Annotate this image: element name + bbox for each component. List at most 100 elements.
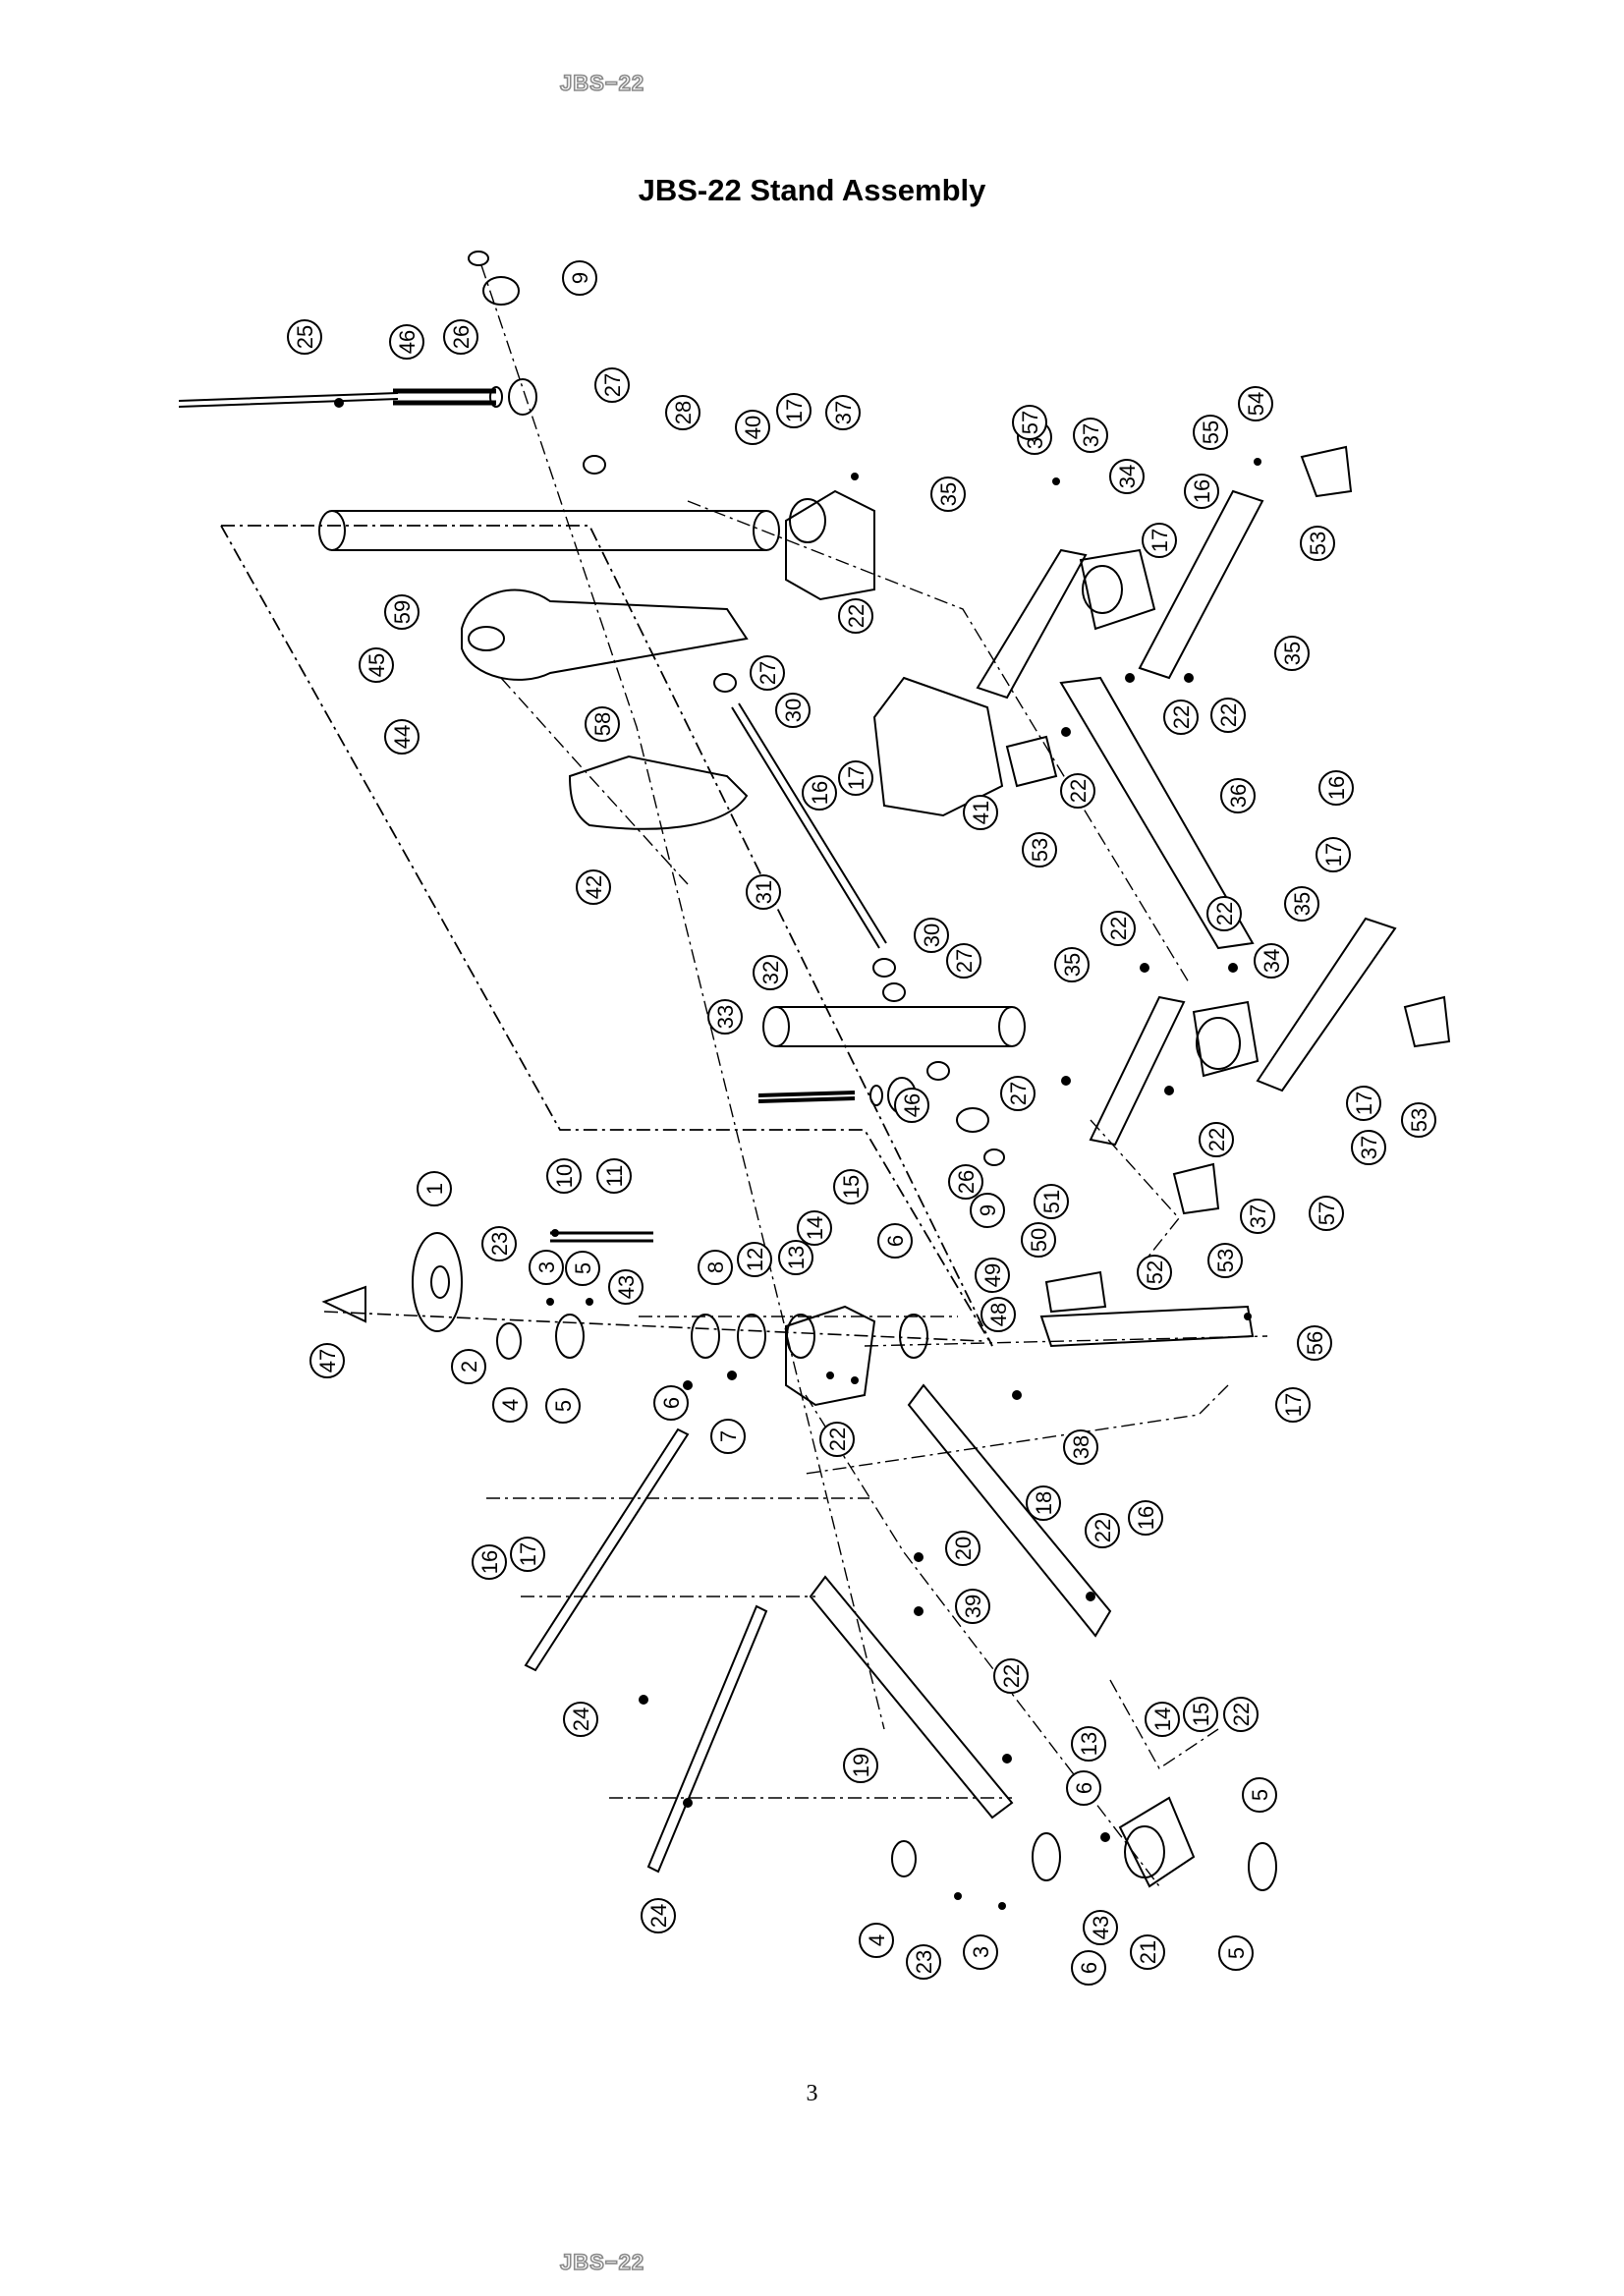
callout-number: 16 <box>808 781 832 805</box>
callout-number: 5 <box>551 1400 576 1412</box>
callout-balloon <box>859 1923 894 1958</box>
callout-53: 53 <box>1022 832 1057 868</box>
assembly-guide-line <box>220 525 993 1347</box>
callout-balloon <box>384 719 420 755</box>
page-title: JBS-22 Stand Assembly <box>638 173 986 207</box>
callout-37: 37 <box>1351 1130 1386 1165</box>
callout-46: 46 <box>389 324 424 360</box>
callout-17: 17 <box>1142 523 1177 558</box>
callout-number: 58 <box>590 712 615 736</box>
callout-balloon <box>1021 1222 1056 1258</box>
callout-balloon <box>417 1171 452 1206</box>
caster-part <box>1005 735 1058 788</box>
callout-balloon <box>359 647 394 683</box>
callout-balloon <box>993 1658 1029 1694</box>
callout-20: 20 <box>945 1531 980 1566</box>
callout-balloon <box>492 1387 528 1423</box>
callout-balloon <box>1183 1697 1218 1732</box>
callout-number: 47 <box>315 1349 340 1372</box>
callout-number: 10 <box>552 1164 577 1188</box>
leg-bracket-part <box>1256 917 1397 1092</box>
callout-30: 30 <box>914 918 949 953</box>
callout-14: 14 <box>1145 1702 1180 1737</box>
callout-number: 22 <box>844 604 868 628</box>
callout-number: 37 <box>831 401 856 424</box>
callout-balloon <box>1100 911 1136 946</box>
callout-balloon <box>1318 770 1354 806</box>
callout-number: 27 <box>952 949 977 973</box>
tube-part <box>776 1006 1012 1047</box>
center-hub-hole <box>1196 1017 1241 1070</box>
callout-34: 34 <box>1254 943 1289 979</box>
leg-bracket-part <box>1089 995 1186 1147</box>
callout-number: 8 <box>703 1261 728 1273</box>
callout-balloon <box>1128 1500 1163 1536</box>
callout-7: 7 <box>710 1419 746 1454</box>
callout-number: 48 <box>986 1303 1011 1326</box>
callout-balloon <box>1223 1697 1259 1732</box>
callout-balloon <box>698 1250 733 1285</box>
callout-43: 43 <box>608 1269 644 1305</box>
callout-balloon <box>1275 1387 1311 1423</box>
leadscrew-part <box>178 392 399 408</box>
callout-balloon <box>906 1944 941 1980</box>
callout-number: 50 <box>1027 1228 1051 1252</box>
callout-57: 57 <box>1012 405 1047 440</box>
callout-number: 57 <box>1018 411 1042 434</box>
callout-balloon <box>1346 1086 1381 1121</box>
callout-26: 26 <box>443 319 478 355</box>
callout-balloon <box>1218 1935 1254 1971</box>
callout-number: 19 <box>849 1754 873 1777</box>
callout-17: 17 <box>1346 1086 1381 1121</box>
tube-end <box>998 1006 1026 1047</box>
arm-part <box>461 588 749 681</box>
callout-number: 5 <box>1248 1789 1272 1801</box>
center-hub-part <box>1192 1000 1260 1078</box>
callout-number: 17 <box>1148 529 1172 552</box>
callout-balloon <box>384 594 420 630</box>
callout-balloon <box>1066 1770 1101 1806</box>
callout-32: 32 <box>753 955 788 990</box>
callout-balloon <box>1284 886 1319 922</box>
callout-52: 52 <box>1137 1255 1172 1290</box>
knob-part <box>321 1285 366 1323</box>
callout-number: 1 <box>422 1183 447 1195</box>
callout-balloon <box>287 319 322 355</box>
callout-balloon <box>797 1210 832 1246</box>
callout-balloon <box>894 1088 929 1123</box>
callout-number: 37 <box>1079 423 1103 447</box>
callout-balloon <box>753 955 788 990</box>
crossbar-part <box>1059 676 1255 950</box>
callout-number: 16 <box>1190 479 1214 503</box>
leadscrew-thread <box>393 388 496 406</box>
callout-number: 32 <box>758 961 783 984</box>
callout-number: 53 <box>1407 1108 1431 1132</box>
callout-number: 31 <box>752 880 776 904</box>
callout-number: 17 <box>1321 843 1346 867</box>
callout-balloon <box>1207 1243 1243 1278</box>
assembly-guide-line <box>687 500 1190 983</box>
callout-35: 35 <box>1274 636 1310 671</box>
callout-17: 17 <box>510 1537 545 1572</box>
callout-number: 46 <box>395 330 420 354</box>
callout-number: 5 <box>571 1262 595 1274</box>
callout-13: 13 <box>778 1240 813 1275</box>
callout-number: 17 <box>844 766 868 790</box>
callout-number: 9 <box>976 1204 1000 1216</box>
callout-balloon <box>775 693 811 728</box>
callout-number: 36 <box>1226 784 1251 808</box>
bracket-hole <box>789 498 826 543</box>
caster-part <box>1403 995 1451 1048</box>
callout-number: 5 <box>1224 1947 1249 1959</box>
callout-40: 40 <box>735 410 770 445</box>
callout-1: 1 <box>417 1171 452 1206</box>
callout-balloon <box>963 795 998 830</box>
callout-balloon <box>451 1349 486 1384</box>
callout-number: 12 <box>743 1248 767 1271</box>
callout-balloon <box>1071 1950 1106 1986</box>
callout-balloon <box>1054 947 1090 982</box>
callout-50: 50 <box>1021 1222 1056 1258</box>
callout-number: 41 <box>969 801 993 824</box>
collar-part <box>496 1322 522 1360</box>
